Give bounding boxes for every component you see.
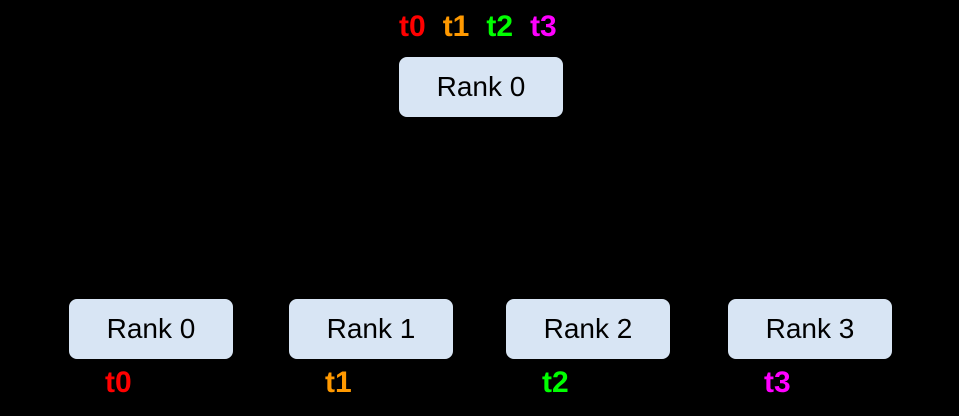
rank-label-2: Rank 2 [543, 313, 633, 344]
rank-group-3: Rank 3 t3 [727, 298, 893, 400]
rank-label-1: Rank 1 [326, 313, 416, 344]
root-thread-label-t1: t1 [442, 10, 470, 43]
thread-label-t3: t3 [764, 366, 791, 399]
thread-label-t0: t0 [105, 366, 132, 399]
thread-label-t2: t2 [542, 366, 569, 399]
rank-node-3: Rank 3 [727, 298, 893, 360]
thread-label-t1: t1 [325, 366, 352, 399]
rank-group-0: Rank 0 t0 [68, 298, 234, 400]
rank-label-3: Rank 3 [765, 313, 855, 344]
rank-node-1: Rank 1 [288, 298, 454, 360]
rank-group-1: Rank 1 t1 [288, 298, 454, 400]
rank-label-0: Rank 0 [106, 313, 196, 344]
root-thread-label-t2: t2 [486, 10, 514, 43]
root-rank-label: Rank 0 [436, 71, 526, 102]
root-thread-label-t0: t0 [399, 10, 426, 43]
rank-node-0: Rank 0 [68, 298, 234, 360]
rank-node-2: Rank 2 [505, 298, 671, 360]
root-thread-label-t3: t3 [530, 10, 557, 43]
rank-group-2: Rank 2 t2 [505, 298, 671, 400]
root-rank-node: Rank 0 [398, 56, 564, 118]
root-thread-labels: t0 t1 t2 t3 [399, 10, 557, 44]
